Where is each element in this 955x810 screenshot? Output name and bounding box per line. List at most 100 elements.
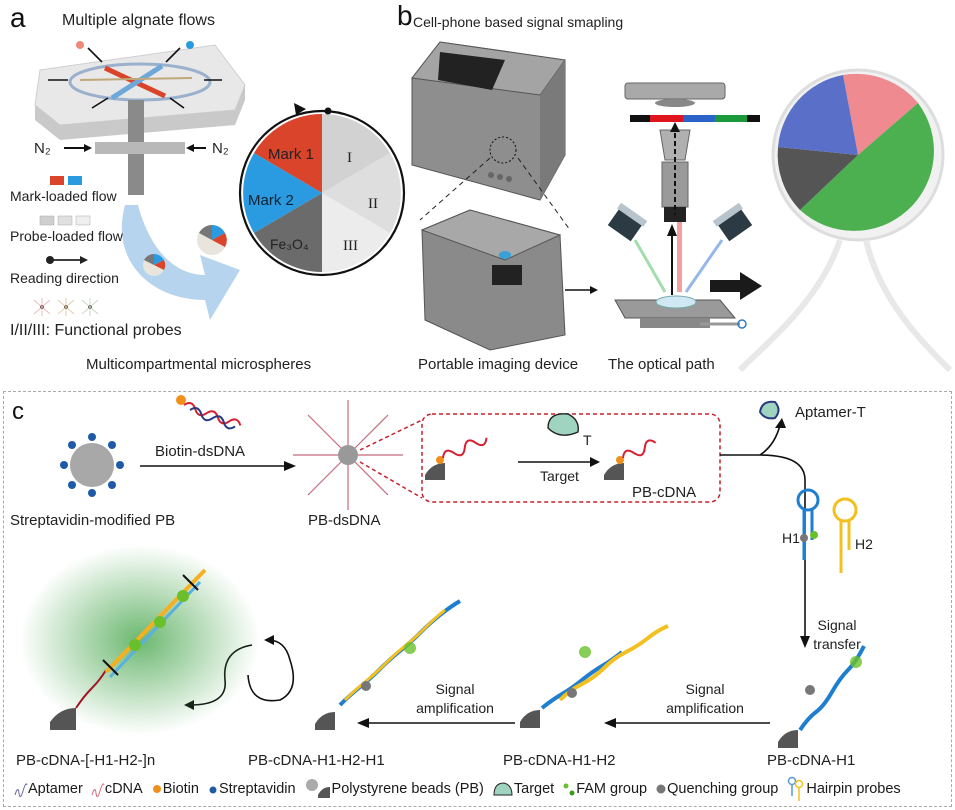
fam-group-icon xyxy=(563,783,575,796)
label-signal-amplification-2: Signal amplification xyxy=(416,681,494,716)
panel-c-frame xyxy=(3,391,952,807)
panel-a-title: Multiple algnate flows xyxy=(62,12,215,29)
label-pb-cdna-h1-h2: PB-cDNA-H1-H2 xyxy=(503,752,616,769)
pie-label-i: I xyxy=(347,150,352,166)
probe3-swatch xyxy=(75,215,91,226)
n2-crossbar xyxy=(95,142,185,154)
streptavidin-pb xyxy=(60,433,124,497)
n2-left-label: N₂ xyxy=(34,140,51,157)
filter-green xyxy=(715,115,747,122)
reading-direction-label: Reading direction xyxy=(10,270,119,286)
legend-item-hairpin: Hairpin probes xyxy=(786,776,901,802)
pb-dsdna xyxy=(293,400,403,510)
legend-label-biotin: Biotin xyxy=(162,781,199,797)
probe2-swatch xyxy=(57,215,73,226)
target-icon xyxy=(493,782,513,796)
fam-glow xyxy=(20,545,260,735)
label-pb-cdna-n: PB-cDNA-[-H1-H2-]n xyxy=(16,752,156,769)
label-pb-cdna-h1: PB-cDNA-H1 xyxy=(767,752,856,769)
panel-c-letter: c xyxy=(12,398,24,425)
legend-label-streptavidin: Streptavidin xyxy=(218,781,296,797)
pie-label-iii: III xyxy=(343,238,358,254)
mark2-channel xyxy=(110,63,164,101)
label-signal-amplification-1: Signal amplification xyxy=(666,681,744,716)
mark1-swatch xyxy=(50,176,64,185)
legend-label-fam: FAM group xyxy=(576,781,648,797)
biotin-dot xyxy=(176,395,186,405)
cdna-icon xyxy=(91,783,105,797)
polystyrene-bead-icon xyxy=(305,779,330,798)
label-biotin-dsdna: Biotin-dsDNA xyxy=(155,443,246,460)
panel-b-letter: b xyxy=(397,0,413,31)
label-pb-dsdna: PB-dsDNA xyxy=(308,512,381,529)
panel-b-title: Cell-phone based signal smapling xyxy=(413,14,624,30)
device-top-box xyxy=(411,41,566,201)
label-target: Target xyxy=(540,468,579,484)
colored-microsphere xyxy=(771,68,945,242)
label-aptamer-t: Aptamer-T xyxy=(795,404,866,421)
device-bottom-box xyxy=(420,209,566,351)
legend-item-polystyrene-beads: Polystyrene beads (PB) xyxy=(304,778,484,800)
legend-item-biotin: Biotin xyxy=(151,781,199,797)
legend: Aptamer cDNA Biotin Streptavidin Polysty… xyxy=(14,776,909,802)
label-streptavidin-pb: Streptavidin-modified PB xyxy=(10,512,176,529)
reading-arrow-icon xyxy=(80,256,88,264)
streptavidin-icon xyxy=(209,786,217,794)
reading-start-dot xyxy=(324,107,332,115)
camera-module xyxy=(492,265,522,285)
legend-item-quenching: Quenching group xyxy=(655,781,778,797)
filter-red xyxy=(650,115,683,122)
probe1-swatch xyxy=(39,215,55,226)
phone-screen xyxy=(438,52,505,90)
chip-plate-side xyxy=(35,85,245,140)
optical-path xyxy=(607,82,760,329)
reading-arrowhead xyxy=(294,103,306,115)
pie-label-mark1: Mark 1 xyxy=(268,146,314,163)
probe-flow-label: Probe-loaded flow xyxy=(10,228,123,244)
small-microsphere-1 xyxy=(143,253,166,276)
legend-label-quenching: Quenching group xyxy=(667,781,779,797)
pb-quarter-left xyxy=(425,463,445,480)
blue-droplet xyxy=(186,41,194,49)
label-signal-transfer: Signal transfer xyxy=(813,617,861,652)
label-h1: H1 xyxy=(782,530,800,546)
label-target-t: T xyxy=(583,432,592,448)
legend-item-aptamer: Aptamer xyxy=(14,781,83,797)
label-h2: H2 xyxy=(855,536,873,552)
pb-quarter-n xyxy=(50,708,76,730)
inlet-arrows xyxy=(48,47,222,109)
legend-item-target: Target xyxy=(492,781,554,797)
panel-a-letter: a xyxy=(10,2,26,33)
functional-probes-label: I/II/III: Functional probes xyxy=(10,322,182,339)
legend-label-target: Target xyxy=(513,781,555,797)
hairpin-h1 xyxy=(796,488,820,560)
n2-right-label: N₂ xyxy=(212,140,229,157)
legend-label-hairpin: Hairpin probes xyxy=(806,781,901,797)
hairpin-probe-icon xyxy=(788,776,804,801)
legend-item-fam: FAM group xyxy=(562,781,647,797)
biotin-icon xyxy=(152,785,161,793)
pie-label-mark2: Mark 2 xyxy=(248,192,294,209)
legend-label-aptamer: Aptamer xyxy=(28,781,83,797)
small-microsphere-2 xyxy=(197,225,227,255)
pie-label-fe3o4: Fe₃O₄ xyxy=(270,236,309,252)
microsphere-pie xyxy=(238,103,406,277)
filter-blue xyxy=(683,115,715,122)
legend-label-cdna: cDNA xyxy=(104,781,143,797)
label-pb-cdna-h1-h2-h1: PB-cDNA-H1-H2-H1 xyxy=(248,752,385,769)
probe-burst-icons xyxy=(33,298,99,316)
quenching-group-icon xyxy=(656,784,666,794)
mark-flow-label: Mark-loaded flow xyxy=(10,188,117,204)
panel-b-caption-device: Portable imaging device xyxy=(418,356,579,373)
red-droplet xyxy=(76,41,84,49)
panel-b-caption-optical: The optical path xyxy=(608,356,715,373)
aptamer-t-icon xyxy=(758,400,780,420)
big-arrow xyxy=(740,272,762,300)
label-pb-cdna: PB-cDNA xyxy=(632,484,697,501)
panel-a-caption: Multicompartmental microspheres xyxy=(86,356,312,373)
mark2-swatch xyxy=(68,176,82,185)
zoom-circle xyxy=(489,136,517,164)
